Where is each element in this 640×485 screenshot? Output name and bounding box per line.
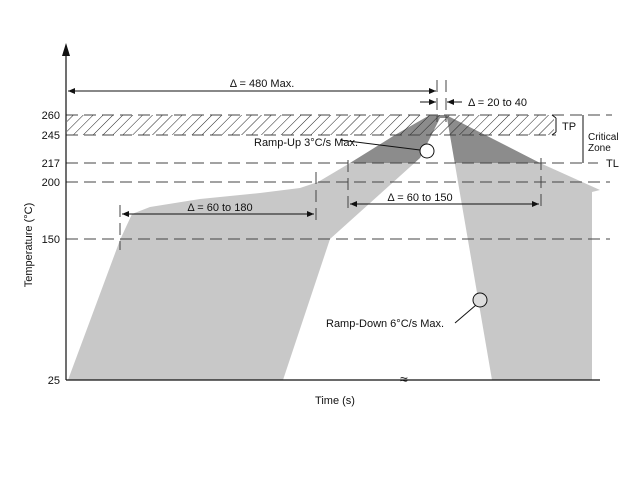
ramp-down-marker — [472, 292, 488, 308]
ramp-down-label: Ramp-Down 6°C/s Max. — [326, 318, 444, 330]
tl-label: TL — [606, 158, 619, 170]
svg-text:245: 245 — [42, 130, 60, 142]
reference-lines — [66, 80, 612, 250]
svg-text:217: 217 — [42, 158, 60, 170]
svg-text:200: 200 — [42, 177, 60, 189]
axis-break: ≈ — [400, 371, 408, 387]
svg-text:260: 260 — [42, 110, 60, 122]
y-tick-labels: 260 245 217 200 150 25 — [42, 110, 60, 387]
peak-time-label: Δ = 20 to 40 — [468, 97, 527, 109]
svg-text:25: 25 — [48, 375, 60, 387]
y-axis-arrow-icon — [62, 43, 70, 56]
ramp-up-marker — [419, 143, 435, 159]
x-axis-label: Time (s) — [315, 395, 355, 407]
soak-time-label: Δ = 60 to 180 — [187, 202, 252, 214]
ramp-up-label: Ramp-Up 3°C/s Max. — [254, 137, 358, 149]
arrowheads — [68, 88, 539, 217]
profile-gap — [283, 118, 492, 380]
svg-text:150: 150 — [42, 234, 60, 246]
y-axis-label: Temperature (°C) — [23, 203, 35, 287]
axes — [65, 50, 600, 381]
tp-label: TP — [562, 121, 576, 133]
critical-zone-label-2: Zone — [588, 143, 611, 154]
liquidus-time-label: Δ = 60 to 150 — [387, 192, 452, 204]
critical-zone-label-1: Critical — [588, 132, 619, 143]
total-time-label: Δ = 480 Max. — [230, 78, 295, 90]
peak-hatch — [67, 115, 554, 135]
dimension-arrows — [68, 90, 584, 324]
